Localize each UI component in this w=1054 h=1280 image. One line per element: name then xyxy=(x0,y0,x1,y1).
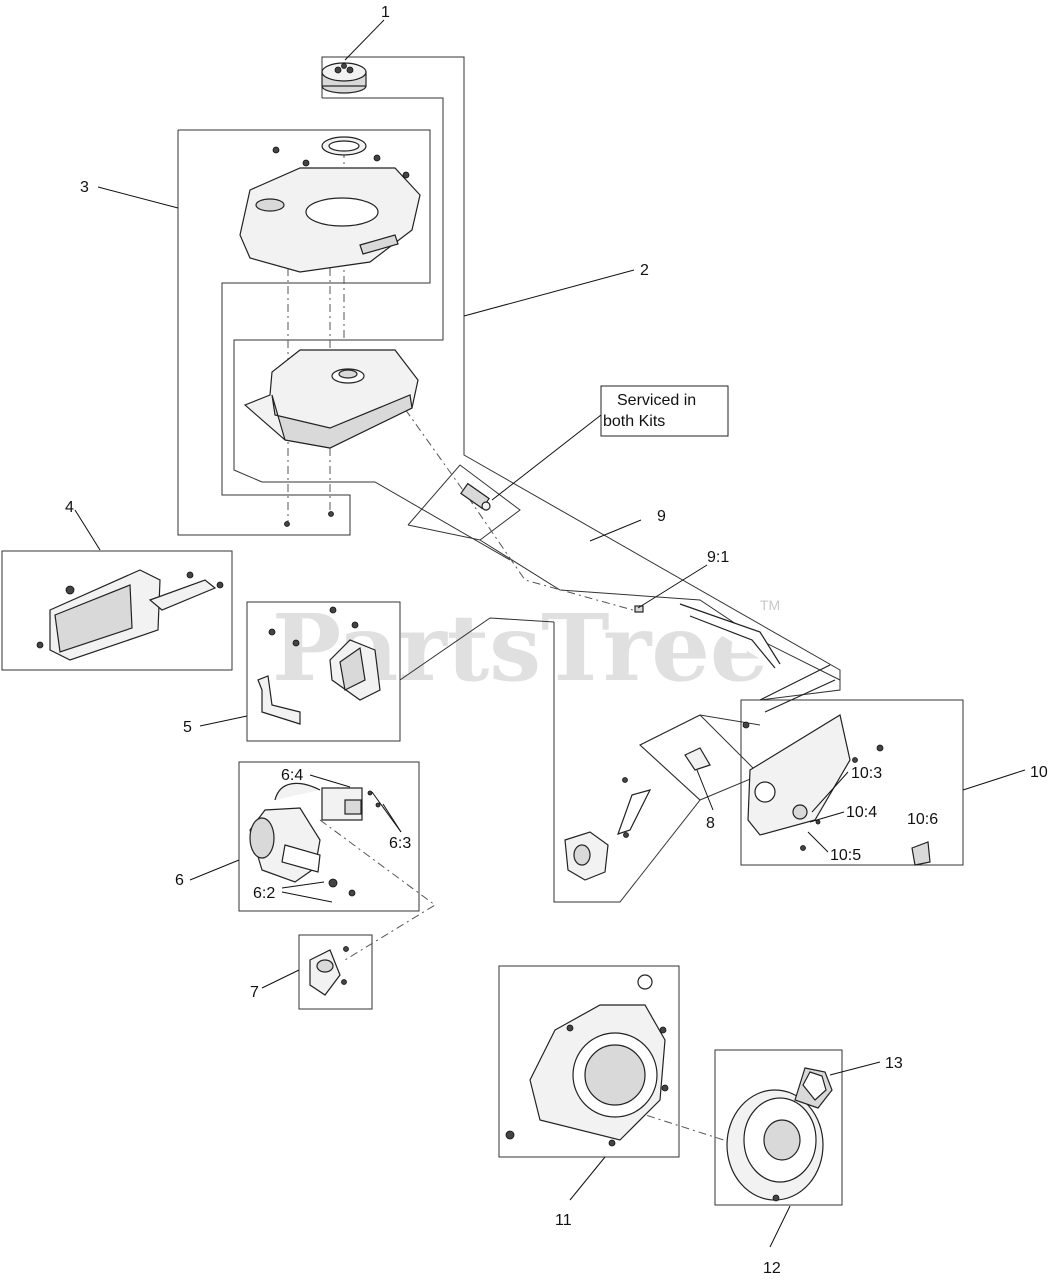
leader-7 xyxy=(261,969,300,989)
kit-box-5 xyxy=(246,601,401,742)
callout-9: 9 xyxy=(657,508,666,525)
kit-box-4 xyxy=(1,550,233,671)
kit-box-10 xyxy=(740,699,964,866)
kit-link-5 xyxy=(399,617,555,681)
leader-6-4 xyxy=(309,774,351,788)
leader-6-2b xyxy=(281,891,333,903)
kit-box-7 xyxy=(298,934,373,1010)
callout-8: 8 xyxy=(706,815,715,832)
fuel-valve-part xyxy=(460,482,491,511)
mount-bracket-part xyxy=(257,606,381,725)
kit-box-11 xyxy=(498,965,680,1158)
kit-box-6 xyxy=(238,761,420,912)
leader-1 xyxy=(344,19,385,61)
callout-5: 5 xyxy=(183,719,192,736)
callout-6-2: 6:2 xyxy=(253,885,275,902)
callout-6-4: 6:4 xyxy=(281,767,303,784)
electric-starter-part xyxy=(249,782,381,897)
callout-7: 7 xyxy=(250,984,259,1001)
leader-10-4 xyxy=(809,811,845,823)
carburetor-part xyxy=(564,747,711,881)
callout-10-4: 10:4 xyxy=(846,804,877,821)
leader-8 xyxy=(696,769,714,811)
watermark-trademark: TM xyxy=(760,597,780,613)
leader-6-2a xyxy=(281,881,325,889)
serviced-note-line1: Serviced in xyxy=(617,392,696,409)
callout-10-3: 10:3 xyxy=(851,765,882,782)
callout-10-5: 10:5 xyxy=(830,847,861,864)
solenoid-bracket-part xyxy=(309,946,349,996)
callout-13: 13 xyxy=(885,1055,903,1072)
serviced-note-box xyxy=(600,385,729,437)
leader-5 xyxy=(199,715,248,727)
callout-4: 4 xyxy=(65,499,74,516)
callout-2: 2 xyxy=(640,262,649,279)
leader-6-3b xyxy=(382,803,402,833)
fuel-tank-part xyxy=(243,349,419,527)
fuel-line-part xyxy=(634,603,836,729)
kit-outline-9b xyxy=(479,539,841,681)
callout-1: 1 xyxy=(381,4,390,21)
callout-6: 6 xyxy=(175,872,184,889)
leader-10-3 xyxy=(811,771,849,813)
callout-12: 12 xyxy=(763,1260,781,1277)
centerline-solenoid xyxy=(319,819,436,961)
leader-3 xyxy=(97,186,179,209)
kit-box-12 xyxy=(714,1049,843,1206)
leader-9 xyxy=(589,519,642,542)
leader-10 xyxy=(962,769,1026,791)
leader-6 xyxy=(189,859,240,881)
kit-outline-9 xyxy=(407,464,521,541)
leader-13 xyxy=(829,1061,881,1076)
recoil-starter-part xyxy=(726,1067,833,1202)
leader-4 xyxy=(74,509,101,551)
governor-bracket-part xyxy=(747,714,931,866)
blower-housing-part xyxy=(505,974,669,1147)
fuel-cap-part xyxy=(321,62,367,94)
callout-10-6: 10:6 xyxy=(907,811,938,828)
serviced-note-line2: both Kits xyxy=(603,413,665,430)
kit-outline-1 xyxy=(233,97,511,561)
leader-12 xyxy=(769,1205,791,1248)
callout-9-1: 9:1 xyxy=(707,549,729,566)
leader-9-1 xyxy=(637,564,708,609)
leader-11 xyxy=(569,1156,606,1201)
callout-10: 10 xyxy=(1030,764,1048,781)
callout-11: 11 xyxy=(555,1212,572,1229)
kit-outline-2 xyxy=(321,56,841,701)
callout-6-3: 6:3 xyxy=(389,835,411,852)
leader-10-5 xyxy=(807,831,829,853)
kit-outline-3 xyxy=(177,129,431,536)
heat-shield-part xyxy=(36,569,224,661)
tank-cover-part xyxy=(239,136,421,273)
serviced-note-leader xyxy=(491,414,602,501)
leader-2 xyxy=(463,269,635,317)
callout-3: 3 xyxy=(80,179,89,196)
